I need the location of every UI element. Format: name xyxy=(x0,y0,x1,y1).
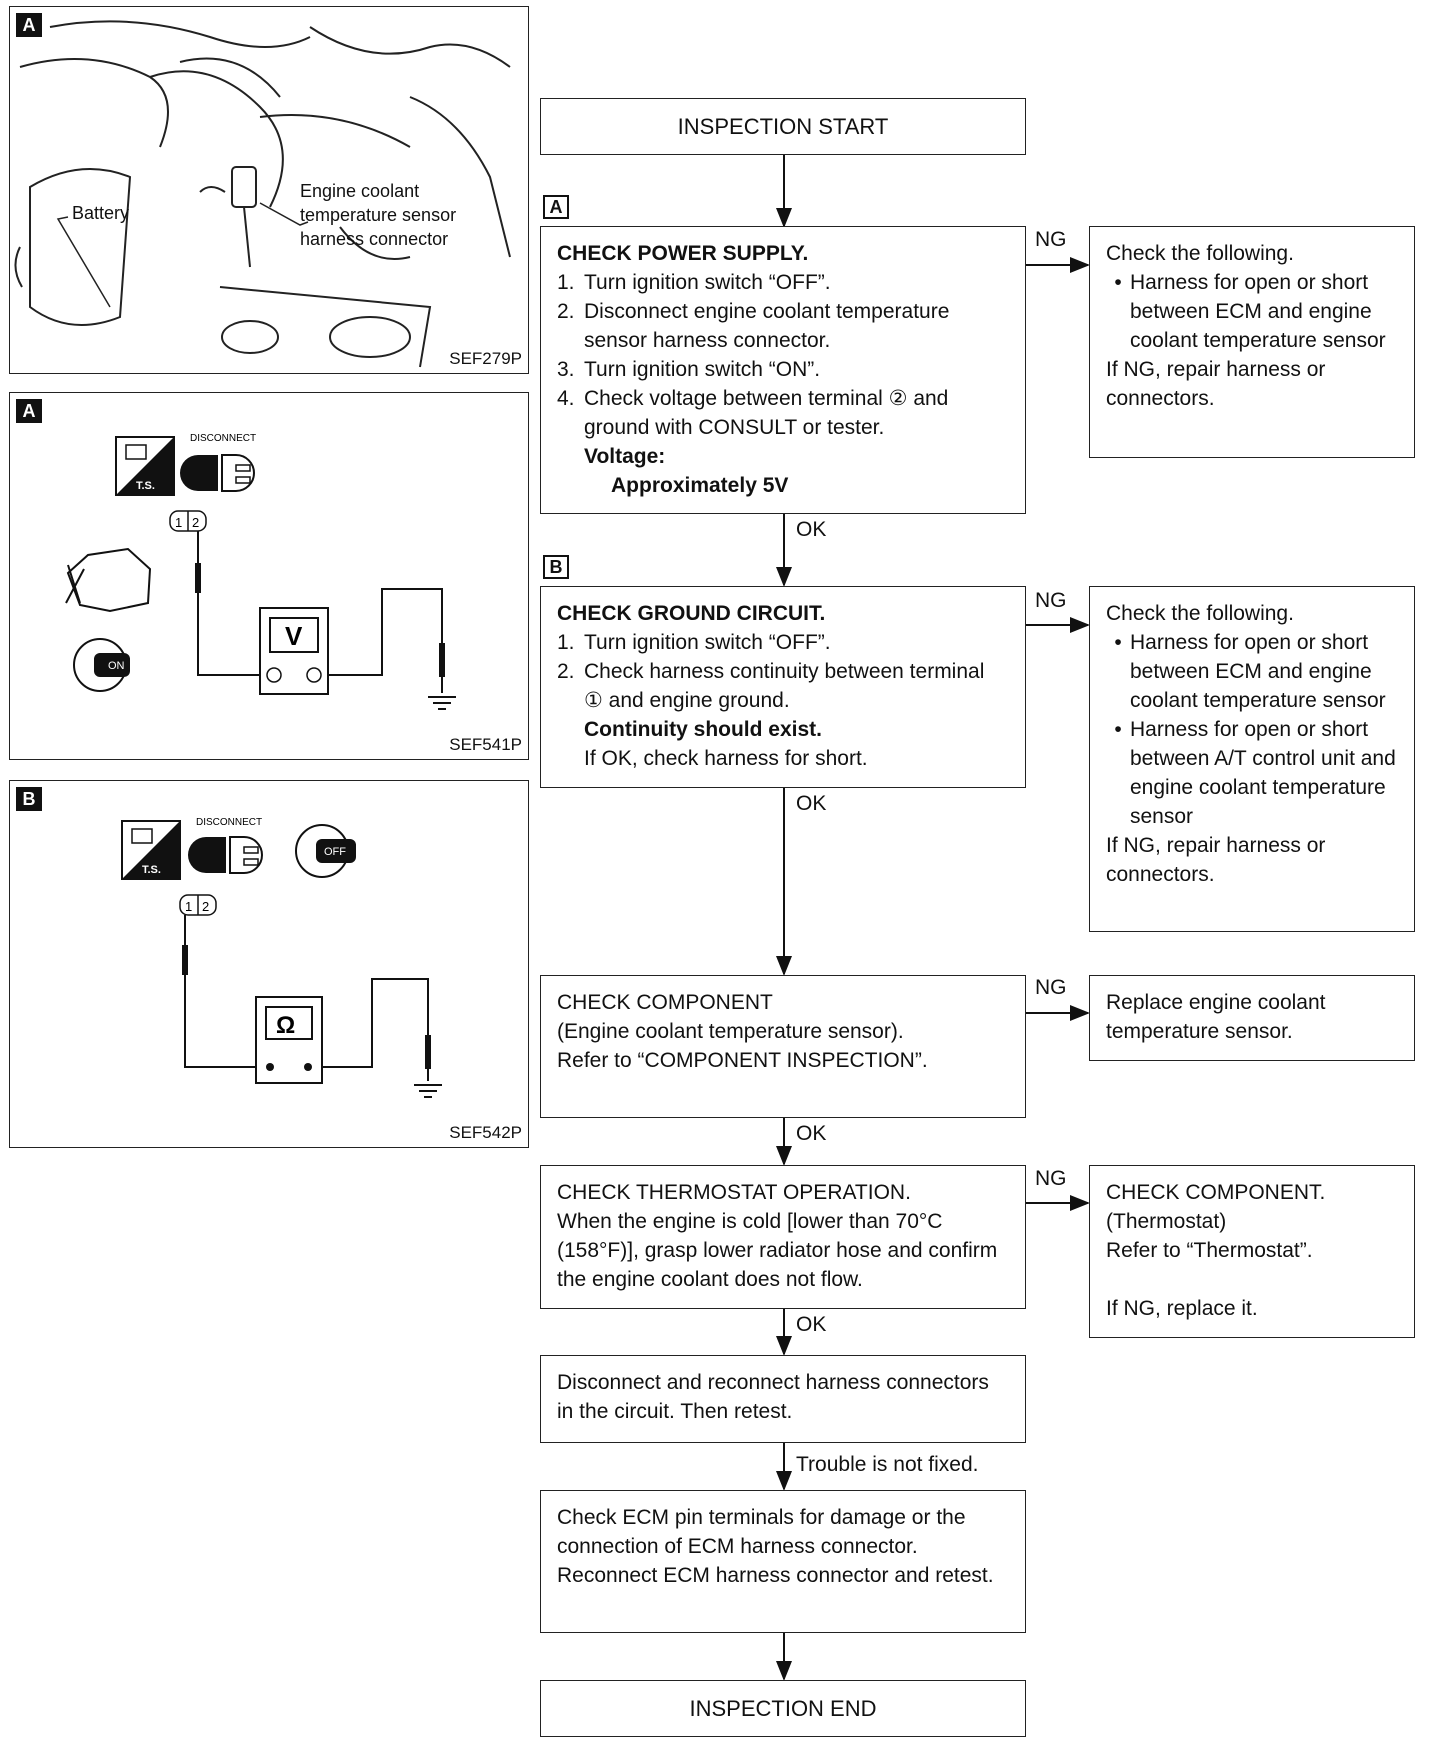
ok-label-thermostat: OK xyxy=(796,1313,827,1337)
power-supply-title: CHECK POWER SUPPLY. xyxy=(557,242,809,265)
thermostat-box: CHECK THERMOSTAT OPERATION. When the eng… xyxy=(540,1165,1026,1309)
voltage-wiring-diagram: T.S. DISCONNECT 1 2 V xyxy=(65,433,456,710)
thermostat-ng-line-4: If NG, replace it. xyxy=(1106,1297,1258,1320)
ng-label-component: NG xyxy=(1035,976,1067,1000)
ground-step-1: 1.Turn ignition switch “OFF”. xyxy=(557,631,831,654)
ok-label-ground: OK xyxy=(796,792,827,816)
step-tag-a: A xyxy=(543,195,569,219)
ground-ng-bullet-2: •Harness for open or short between A/T c… xyxy=(1114,718,1396,828)
voltage-check-panel: A T.S. DISCONNECT 1 2 xyxy=(9,392,529,760)
ground-circuit-title: CHECK GROUND CIRCUIT. xyxy=(557,602,826,625)
pin-1: 1 xyxy=(175,515,182,530)
ok-note: If OK, check harness for short. xyxy=(584,747,868,770)
terminal-connector: 1 2 xyxy=(169,510,207,532)
connector-icon xyxy=(180,454,255,492)
continuity-check-panel: B T.S. DISCONNECT OFF 1 2 xyxy=(9,780,529,1148)
ng-label-ground: NG xyxy=(1035,589,1067,613)
ok-label-component: OK xyxy=(796,1122,827,1146)
thermostat-ng-line-2: (Thermostat) xyxy=(1106,1210,1227,1233)
panel-tag: A xyxy=(16,13,42,37)
voltage-value: Approximately 5V xyxy=(611,474,789,497)
disconnect-label: DISCONNECT xyxy=(190,433,256,444)
figure-code: SEF542P xyxy=(449,1123,522,1142)
battery-label: Battery xyxy=(72,203,130,223)
voltage-label: Voltage: xyxy=(584,445,666,468)
panel-tag: B xyxy=(16,787,42,811)
ground-ng-title: Check the following. xyxy=(1106,602,1294,625)
ts-label: T.S. xyxy=(136,480,155,492)
thermostat-ng-box: CHECK COMPONENT. (Thermostat) Refer to “… xyxy=(1089,1165,1415,1338)
figure-code: SEF279P xyxy=(449,349,522,368)
power-ng-title: Check the following. xyxy=(1106,242,1294,265)
tester-icon xyxy=(121,820,181,880)
component-line-2: (Engine coolant temperature sensor). xyxy=(557,1020,904,1043)
ok-label-power: OK xyxy=(796,518,827,542)
meter-symbol: V xyxy=(285,621,303,651)
connector-icon xyxy=(188,836,263,874)
ground-step-2: 2.Check harness continuity between termi… xyxy=(557,660,985,712)
engine-photo-panel: A Battery Engine coolant temperature sen… xyxy=(9,6,529,374)
ignition-key-icon xyxy=(295,824,356,878)
disconnect-label: DISCONNECT xyxy=(196,817,262,828)
component-box: CHECK COMPONENT (Engine coolant temperat… xyxy=(540,975,1026,1118)
step-tag-b: B xyxy=(543,555,569,579)
ignition-state: OFF xyxy=(324,846,346,858)
ts-label: T.S. xyxy=(142,864,161,876)
thermostat-ng-line-1: CHECK COMPONENT. xyxy=(1106,1181,1326,1204)
pin-2: 2 xyxy=(192,515,199,530)
inspection-end-box: INSPECTION END xyxy=(540,1680,1026,1737)
power-ng-footer: If NG, repair harness or connectors. xyxy=(1106,358,1326,410)
ng-label-power: NG xyxy=(1035,228,1067,252)
figure-code: SEF541P xyxy=(449,735,522,754)
pin-2: 2 xyxy=(202,899,209,914)
engine-bay-illustration xyxy=(14,20,511,368)
ecm-box: Check ECM pin terminals for damage or th… xyxy=(540,1490,1026,1633)
ignition-state: ON xyxy=(108,660,125,672)
continuity-label: Continuity should exist. xyxy=(584,718,823,741)
power-step-1: 1.Turn ignition switch “OFF”. xyxy=(557,271,831,294)
component-line-3: Refer to “COMPONENT INSPECTION”. xyxy=(557,1049,928,1072)
ground-circuit-box: CHECK GROUND CIRCUIT. 1.Turn ignition sw… xyxy=(540,586,1026,788)
pin-1: 1 xyxy=(185,899,192,914)
power-ng-box: Check the following. •Harness for open o… xyxy=(1089,226,1415,458)
inspection-start-box: INSPECTION START xyxy=(540,98,1026,155)
thermostat-ng-line-3: Refer to “Thermostat”. xyxy=(1106,1239,1313,1262)
power-ng-bullet-1: •Harness for open or short between ECM a… xyxy=(1114,271,1386,352)
continuity-wiring-diagram: T.S. DISCONNECT OFF 1 2 xyxy=(121,817,442,1098)
engine-icon xyxy=(65,547,152,613)
power-supply-box: CHECK POWER SUPPLY. 1.Turn ignition swit… xyxy=(540,226,1026,514)
ohmmeter xyxy=(255,996,323,1084)
ground-ng-box: Check the following. •Harness for open o… xyxy=(1089,586,1415,932)
power-step-3: 3.Turn ignition switch “ON”. xyxy=(557,358,821,381)
sensor-label: Engine coolant temperature sensor harnes… xyxy=(300,181,457,249)
tester-icon xyxy=(115,436,175,496)
power-step-4: 4.Check voltage between terminal ② and g… xyxy=(557,387,949,439)
terminal-connector: 1 2 xyxy=(179,894,217,916)
meter-symbol: Ω xyxy=(276,1012,295,1039)
ground-ng-footer: If NG, repair harness or connectors. xyxy=(1106,834,1326,886)
voltmeter xyxy=(259,607,329,695)
thermostat-title: CHECK THERMOSTAT OPERATION. xyxy=(557,1181,911,1204)
component-ng-box: Replace engine coolant temperature senso… xyxy=(1089,975,1415,1061)
power-step-2: 2.Disconnect engine coolant temperature … xyxy=(557,300,950,352)
trouble-label: Trouble is not fixed. xyxy=(796,1453,979,1477)
panel-tag: A xyxy=(16,399,42,423)
ng-label-thermostat: NG xyxy=(1035,1167,1067,1191)
component-line-1: CHECK COMPONENT xyxy=(557,991,773,1014)
ignition-key-icon xyxy=(73,638,130,692)
reconnect-box: Disconnect and reconnect harness connect… xyxy=(540,1355,1026,1443)
thermostat-text: When the engine is cold [lower than 70°C… xyxy=(557,1210,998,1291)
ground-ng-bullet-1: •Harness for open or short between ECM a… xyxy=(1114,631,1386,712)
